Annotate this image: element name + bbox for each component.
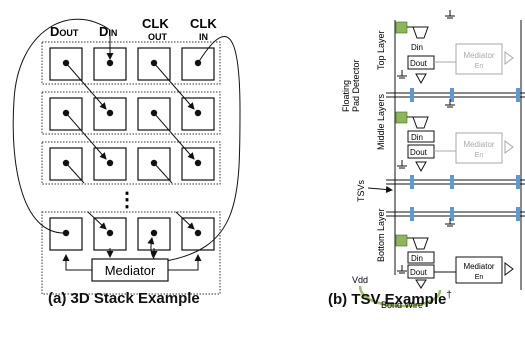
stack-mediator-label: Mediator bbox=[105, 263, 156, 278]
tsv-pointer bbox=[367, 186, 393, 193]
tsv-diagram: Top Layer Floating Pad Detector Middle L… bbox=[341, 10, 525, 310]
tsvs-label: TSVs bbox=[356, 179, 366, 202]
bond-wire-label: Bond Wire bbox=[381, 300, 423, 310]
svg-text:Mediator: Mediator bbox=[463, 140, 494, 149]
ground-symbols bbox=[397, 10, 455, 274]
bottom-layer-label: Bottom Layer bbox=[376, 208, 386, 262]
caption-tsv: (b) TSV Example† bbox=[328, 290, 452, 308]
svg-text:Mediator: Mediator bbox=[463, 51, 494, 60]
vertical-bus bbox=[394, 20, 522, 290]
col-label-clk-in-main: CLK bbox=[190, 16, 217, 31]
vdd-label: Vdd bbox=[352, 275, 368, 285]
floating-label-2: Pad Detector bbox=[351, 59, 361, 112]
middle-layers-label: Middle Layers bbox=[376, 93, 386, 150]
layer-box-bottom bbox=[41, 211, 221, 295]
bottom-layer-pads bbox=[49, 217, 215, 251]
layer-1-pads bbox=[49, 47, 215, 81]
svg-text:En: En bbox=[475, 63, 484, 70]
layer-separators bbox=[386, 92, 525, 217]
caption-3d-stack: (a) 3D Stack Example bbox=[48, 290, 200, 307]
col-label-dout: DOUT bbox=[50, 24, 79, 39]
top-layer-circuit: Din Dout Mediator En bbox=[407, 26, 514, 85]
col-label-din: DIN bbox=[99, 24, 117, 39]
svg-text:Dout: Dout bbox=[410, 148, 428, 157]
svg-text:Dout: Dout bbox=[410, 59, 428, 68]
floating-label-1: Floating bbox=[341, 80, 351, 112]
col-label-clk-in-sub: IN bbox=[199, 32, 208, 42]
stack-diagram: DOUT DIN CLK OUT CLK IN bbox=[12, 16, 241, 295]
layer-box-3 bbox=[41, 141, 221, 185]
col-label-clk-out-sub: OUT bbox=[148, 32, 168, 42]
bottom-layer-circuit: Din Dout Mediator En bbox=[407, 237, 514, 289]
svg-text:Dout: Dout bbox=[410, 268, 428, 277]
layer-box-1 bbox=[41, 41, 221, 85]
layer-ellipsis: ⋮ bbox=[117, 189, 137, 211]
svg-text:En: En bbox=[475, 274, 484, 281]
layer-3-pads bbox=[49, 147, 215, 181]
layer-box-2 bbox=[41, 91, 221, 135]
svg-text:Din: Din bbox=[411, 133, 423, 142]
tsv-bars bbox=[410, 88, 520, 221]
top-layer-label: Top Layer bbox=[376, 30, 386, 70]
svg-text:En: En bbox=[475, 152, 484, 159]
bond-wire bbox=[358, 285, 442, 308]
mediator-wires bbox=[62, 248, 202, 271]
layer-2-pads bbox=[49, 97, 215, 131]
interlayer-arrows bbox=[65, 62, 195, 230]
svg-text:Mediator: Mediator bbox=[463, 262, 494, 271]
middle-layer-circuit: Din Dout Mediator En bbox=[407, 116, 514, 173]
svg-text:Din: Din bbox=[411, 43, 423, 52]
dout-loop bbox=[12, 18, 114, 234]
col-label-clk-out-main: CLK bbox=[142, 16, 169, 31]
svg-text:Din: Din bbox=[411, 254, 423, 263]
caption-footnote-mark: † bbox=[446, 290, 452, 301]
